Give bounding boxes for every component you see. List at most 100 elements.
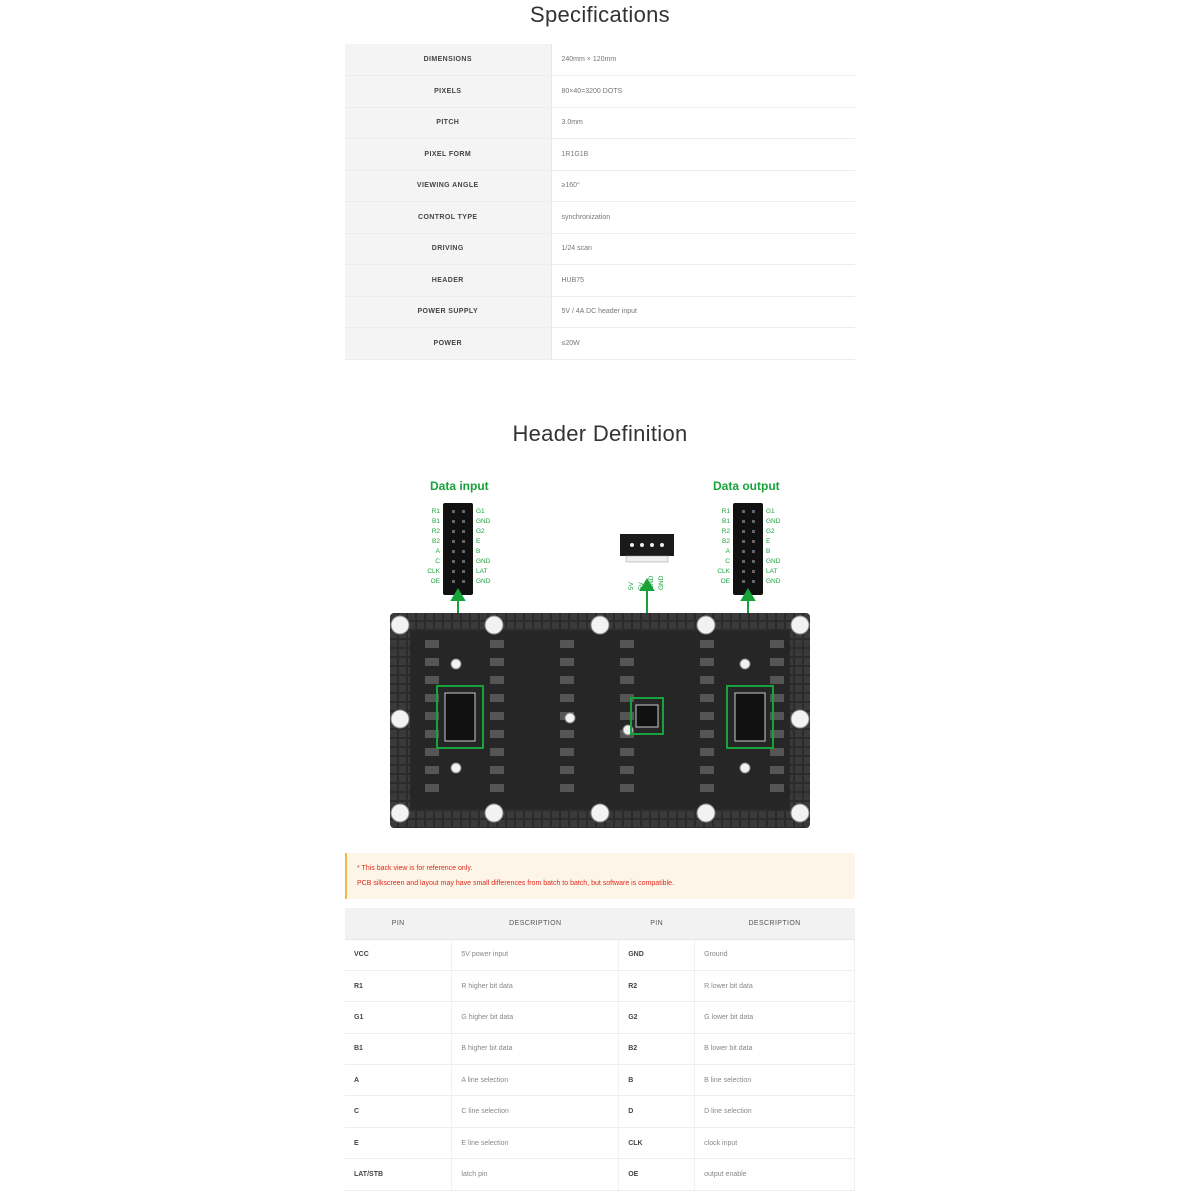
spec-key: DIMENSIONS — [345, 44, 552, 76]
connector-pin-label: OE — [721, 578, 731, 585]
connector-pin-label: GND — [476, 578, 491, 585]
description-header-2: DESCRIPTION — [694, 908, 855, 940]
pin-description: B higher bit data — [451, 1033, 620, 1066]
spec-key: POWER — [345, 327, 552, 360]
connector-pin-label: CLK — [717, 568, 730, 575]
connector-pin-label: B — [766, 548, 770, 555]
connector-pin-label: B1 — [432, 518, 440, 525]
pin-name: G2 — [618, 1001, 696, 1034]
pin-name: A — [345, 1064, 453, 1097]
pin-description: A line selection — [451, 1064, 620, 1097]
spec-value: ≤20W — [551, 327, 855, 360]
pin-name: C — [345, 1095, 453, 1128]
note-line-2: PCB silkscreen and layout may have small… — [357, 880, 674, 887]
pin-name: LAT/STB — [345, 1158, 453, 1191]
spec-row: VIEWING ANGLE≥160° — [345, 170, 855, 202]
header-definition-title: Header Definition — [512, 421, 688, 446]
connector-pin-label: LAT — [476, 568, 487, 575]
power-pin-label: GND — [648, 575, 655, 590]
power-pin-label: GND — [658, 575, 665, 590]
pin-description: latch pin — [451, 1158, 620, 1191]
connector-pin-label: R2 — [432, 528, 441, 535]
spec-key: PIXELS — [345, 75, 552, 108]
pin-name: VCC — [345, 939, 453, 971]
pin-description: B lower bit data — [694, 1033, 855, 1066]
spec-value: 240mm × 120mm — [551, 44, 855, 76]
spec-value: ≥160° — [551, 170, 855, 202]
pin-description: R lower bit data — [694, 970, 855, 1003]
connector-pin-label: A — [436, 548, 441, 555]
pin-description: E line selection — [451, 1127, 620, 1160]
connector-pin-label: LAT — [766, 568, 777, 575]
data-output-label: Data output — [713, 479, 780, 493]
connector-pin-label: G2 — [476, 528, 485, 535]
pin-name: B — [618, 1064, 696, 1097]
pcb-board — [390, 613, 810, 828]
pin-header-1: PIN — [345, 908, 453, 940]
connector-pin-label: G2 — [766, 528, 775, 535]
pin-description: output enable — [694, 1158, 855, 1191]
spec-value: 1R1G1B — [551, 138, 855, 171]
spec-value: 80×40=3200 DOTS — [551, 75, 855, 108]
data-input-label: Data input — [430, 479, 489, 493]
connector-pin-label: R2 — [722, 528, 731, 535]
specifications-title: Specifications — [530, 2, 670, 27]
spec-row: POWER≤20W — [345, 327, 855, 360]
connector-pin-label: B2 — [722, 538, 730, 545]
connector-pin-label: R1 — [722, 508, 731, 515]
connector-pin-label: GND — [476, 558, 491, 565]
spec-key: HEADER — [345, 264, 552, 297]
pin-description: G higher bit data — [451, 1001, 620, 1034]
power-pin-label: 5V — [638, 581, 645, 590]
pin-name: GND — [618, 939, 696, 971]
pin-name: B1 — [345, 1033, 453, 1066]
connector-pin-label: C — [725, 558, 730, 565]
connector-pin-label: OE — [431, 578, 441, 585]
connector-pin-label: B — [476, 548, 480, 555]
pin-description: C line selection — [451, 1095, 620, 1128]
spec-value: 5V / 4A DC header input — [551, 296, 855, 328]
pin-description: 5V power input — [451, 939, 620, 971]
pin-name: D — [618, 1095, 696, 1128]
connector-pin-label: A — [726, 548, 731, 555]
connector-pin-label: C — [435, 558, 440, 565]
connector-pin-label: E — [476, 538, 481, 545]
reference-note: * This back view is for reference only. … — [345, 853, 855, 899]
spec-key: VIEWING ANGLE — [345, 170, 552, 202]
connector-pin-label: G1 — [476, 508, 485, 515]
connector-pin-label: GND — [766, 578, 781, 585]
spec-key: CONTROL TYPE — [345, 201, 552, 234]
pin-description: B line selection — [694, 1064, 855, 1097]
connector-pin-label: R1 — [432, 508, 441, 515]
pin-name: B2 — [618, 1033, 696, 1066]
connector-pin-label: G1 — [766, 508, 775, 515]
spec-key: POWER SUPPLY — [345, 296, 552, 328]
pin-description: G lower bit data — [694, 1001, 855, 1034]
spec-key: PITCH — [345, 107, 552, 139]
connector-pin-label: B2 — [432, 538, 440, 545]
note-line-1: * This back view is for reference only. — [357, 865, 473, 872]
pin-description: Ground — [694, 939, 855, 971]
spec-value: HUB75 — [551, 264, 855, 297]
pin-name: E — [345, 1127, 453, 1160]
connector-pin-label: GND — [476, 518, 491, 525]
spec-value: synchronization — [551, 201, 855, 234]
